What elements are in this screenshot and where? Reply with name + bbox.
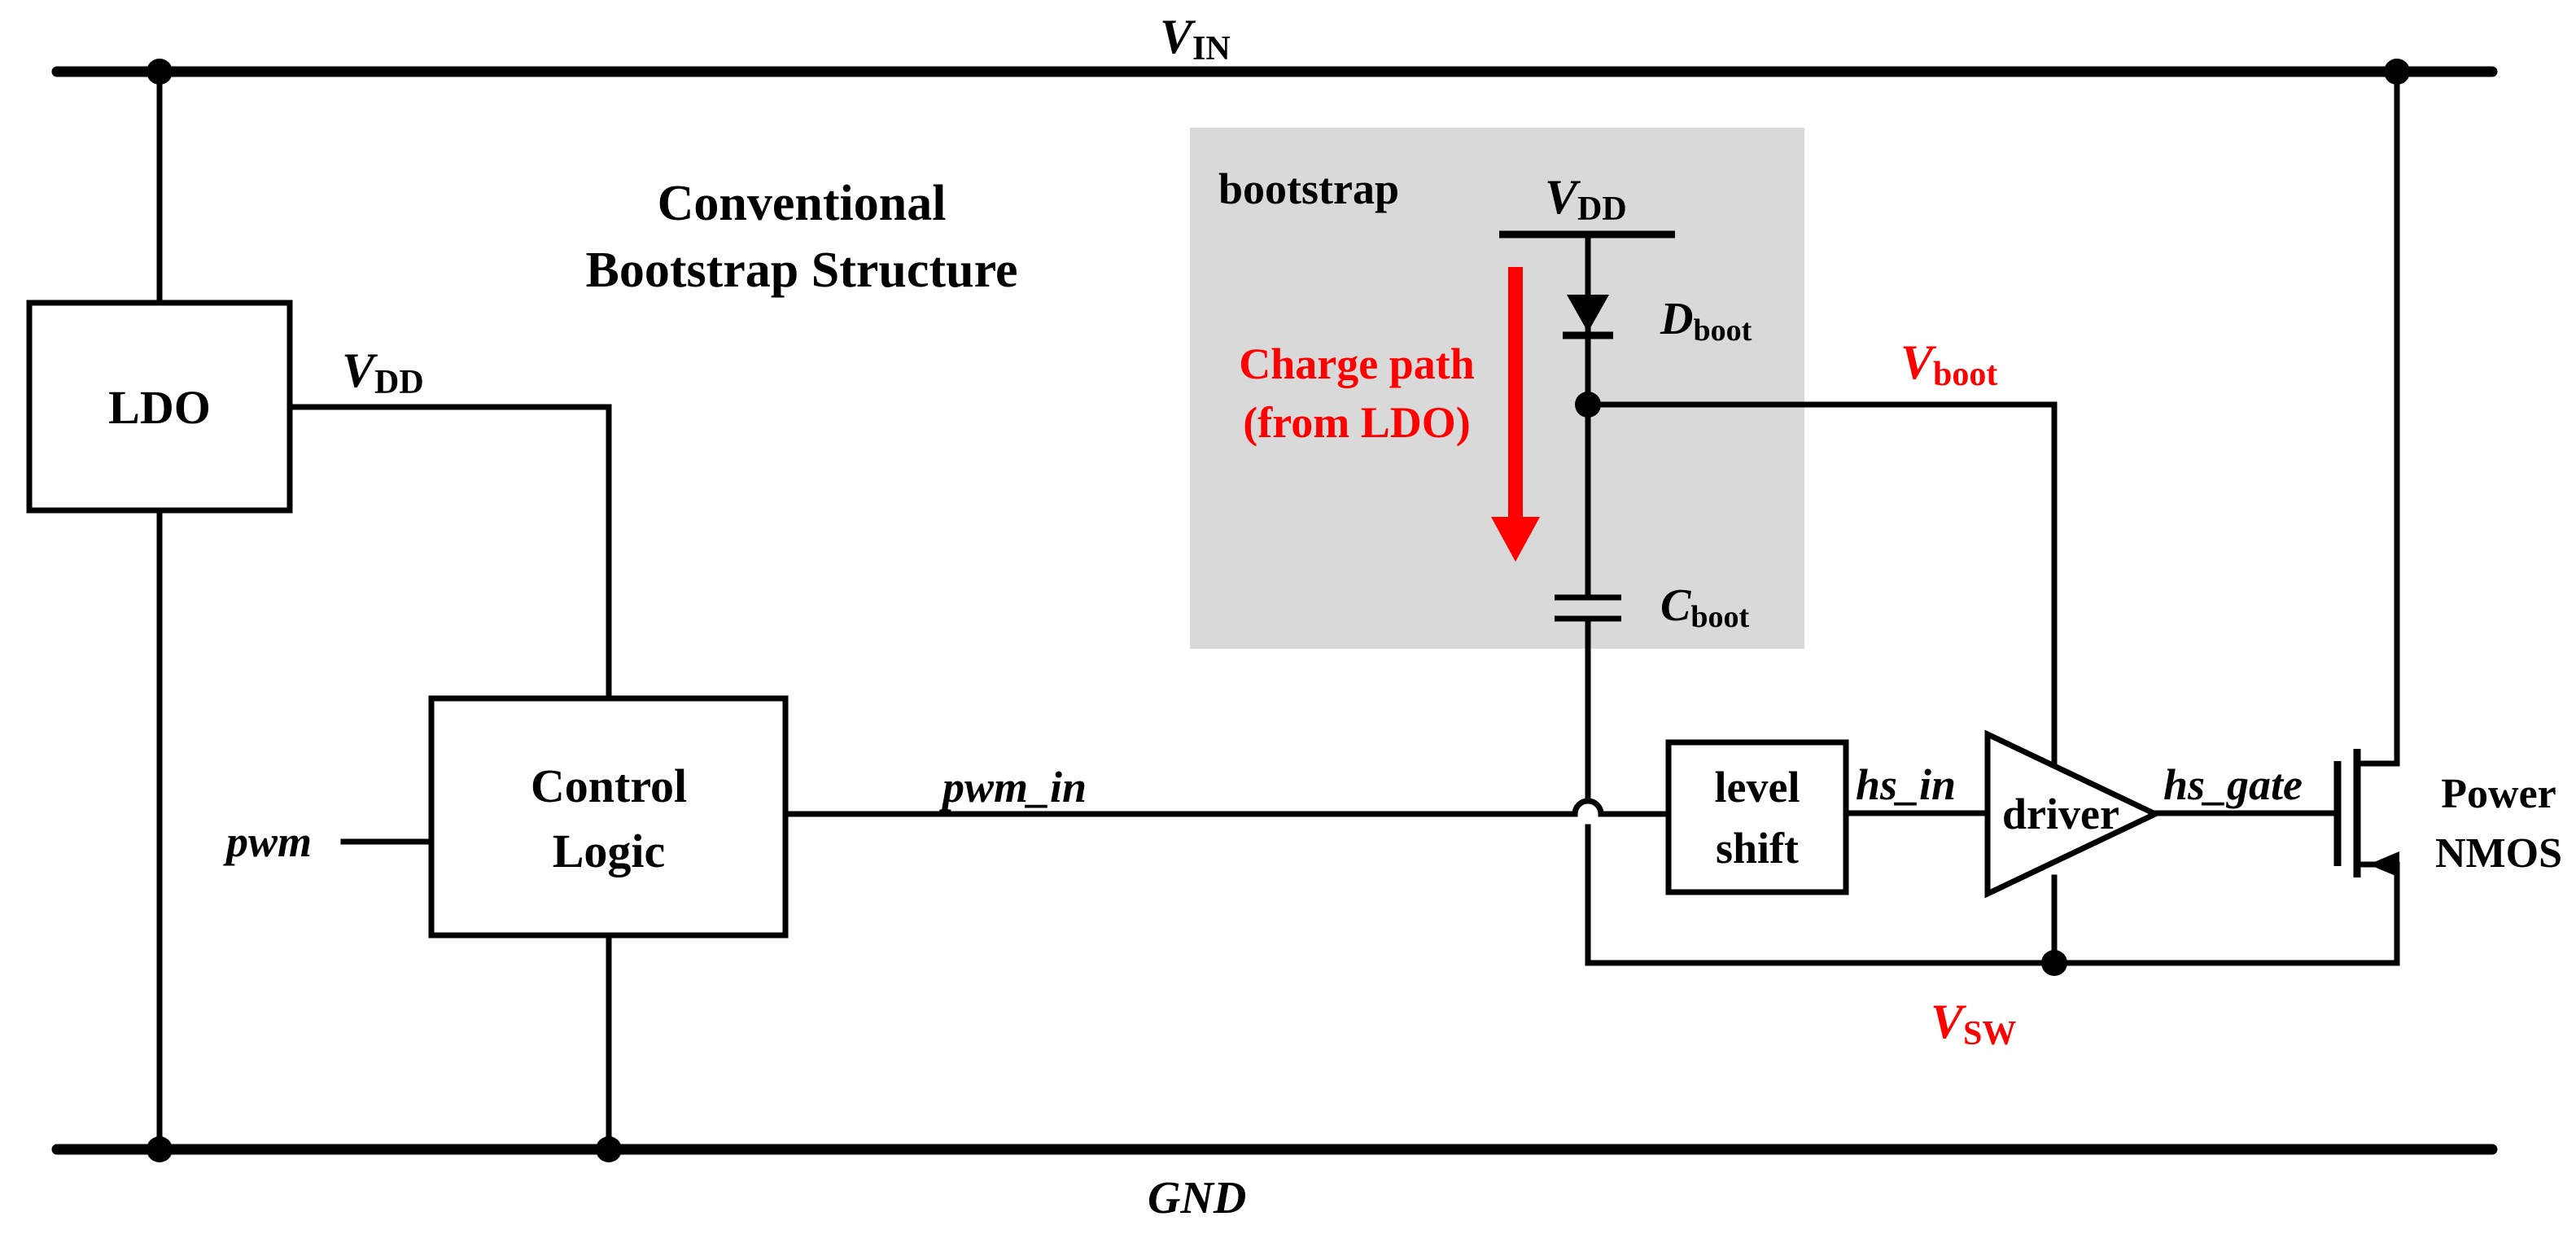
level-shift-block — [1665, 739, 1849, 895]
wire-crossover — [1564, 798, 1672, 817]
hs-gate-label: hs_gate — [2163, 760, 2303, 809]
junction-gnd-control — [596, 1136, 622, 1162]
vsw-label: VSW — [1931, 995, 2016, 1052]
level-shift-label-2: shift — [1716, 824, 1799, 873]
bootstrap-label: bootstrap — [1218, 164, 1399, 213]
driver-label: driver — [2002, 790, 2119, 838]
cboot-label: Cboot — [1660, 580, 1749, 634]
junction-vsw — [2041, 950, 2067, 976]
nmos-arrow — [2368, 851, 2399, 877]
power-nmos-label-2: NMOS — [2435, 830, 2562, 877]
title-line-2: Bootstrap Structure — [586, 243, 1018, 298]
level-shift-label-1: level — [1715, 763, 1800, 812]
driver-block — [1984, 729, 2163, 899]
control-logic-block — [428, 695, 789, 939]
control-label-1: Control — [531, 759, 687, 812]
dboot-label: Dboot — [1660, 294, 1752, 348]
charge-path-label-1: Charge path — [1239, 339, 1475, 388]
nmos-drain-wire — [2354, 68, 2400, 767]
ldo-block — [26, 300, 293, 514]
ldo-label: LDO — [108, 381, 211, 434]
pwm-label: pwm — [223, 817, 312, 866]
charge-path-arrow-head — [1491, 517, 1540, 562]
charge-path-label-2: (from LDO) — [1243, 398, 1470, 447]
junction-vin-nmos — [2384, 59, 2410, 85]
vsw-wire — [1585, 861, 2400, 966]
power-nmos-label-1: Power — [2441, 771, 2556, 817]
vdd-label: VDD — [342, 344, 424, 401]
junction-gnd-ldo — [147, 1136, 173, 1162]
vin-label: VIN — [1160, 10, 1231, 68]
pwm-in-label: pwm_in — [939, 763, 1087, 812]
title-line-1: Conventional — [658, 176, 947, 231]
junction-vboot — [1575, 392, 1601, 418]
control-label-2: Logic — [553, 825, 666, 877]
vdd-wire — [286, 404, 612, 702]
vboot-wire — [1585, 401, 2058, 767]
junction-vin-ldo — [147, 59, 173, 85]
hs-in-label: hs_in — [1856, 760, 1956, 809]
vboot-label: Vboot — [1900, 335, 1997, 393]
gnd-label: GND — [1148, 1173, 1246, 1223]
bootstrap-region — [1190, 128, 1804, 649]
bootstrap-vdd-label: VDD — [1545, 170, 1627, 228]
dboot-diode-symbol — [1567, 295, 1609, 332]
